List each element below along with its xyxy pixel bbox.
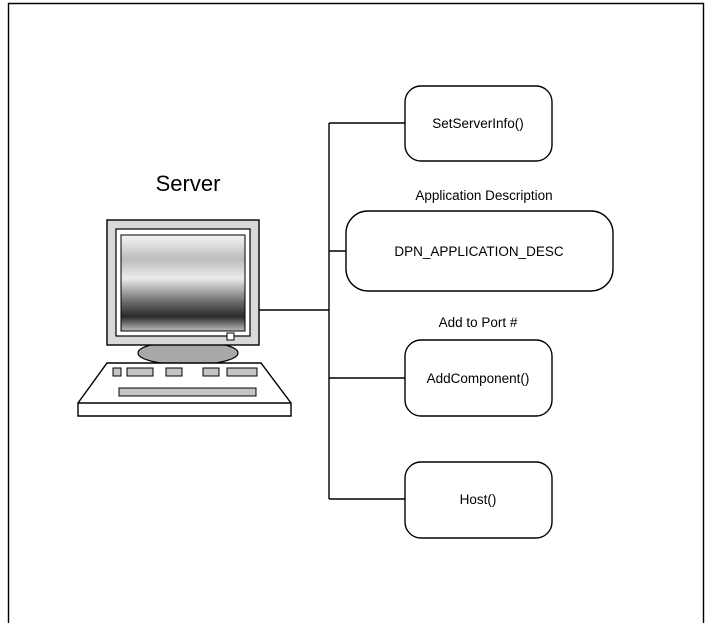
key: [226, 367, 258, 377]
server-computer-icon: [77, 219, 292, 417]
node-app-desc: Application Description DPN_APPLICATION_…: [345, 188, 614, 292]
node-label: AddComponent(): [427, 371, 530, 386]
monitor-screen: [120, 234, 246, 332]
node-label: DPN_APPLICATION_DESC: [394, 244, 564, 259]
node-box: [345, 210, 614, 292]
node-box: [404, 339, 553, 417]
node-label: SetServerInfo(): [432, 116, 524, 131]
key: [112, 367, 122, 377]
connector-lines: [259, 122, 405, 500]
node-add-component: Add to Port # AddComponent(): [404, 315, 553, 417]
power-button-icon: [226, 332, 235, 341]
node-host: Host(): [404, 461, 553, 539]
key: [202, 367, 220, 377]
node-label: Host(): [460, 492, 497, 507]
spacebar: [118, 387, 257, 397]
key: [165, 367, 183, 377]
node-box: [404, 85, 553, 162]
node-caption: Add to Port #: [439, 315, 518, 330]
node-caption: Application Description: [415, 188, 552, 203]
node-box: [404, 461, 553, 539]
frame-border: [7, 2, 705, 623]
server-label: Server: [156, 171, 221, 196]
node-set-server-info: SetServerInfo(): [404, 85, 553, 162]
key: [126, 367, 154, 377]
